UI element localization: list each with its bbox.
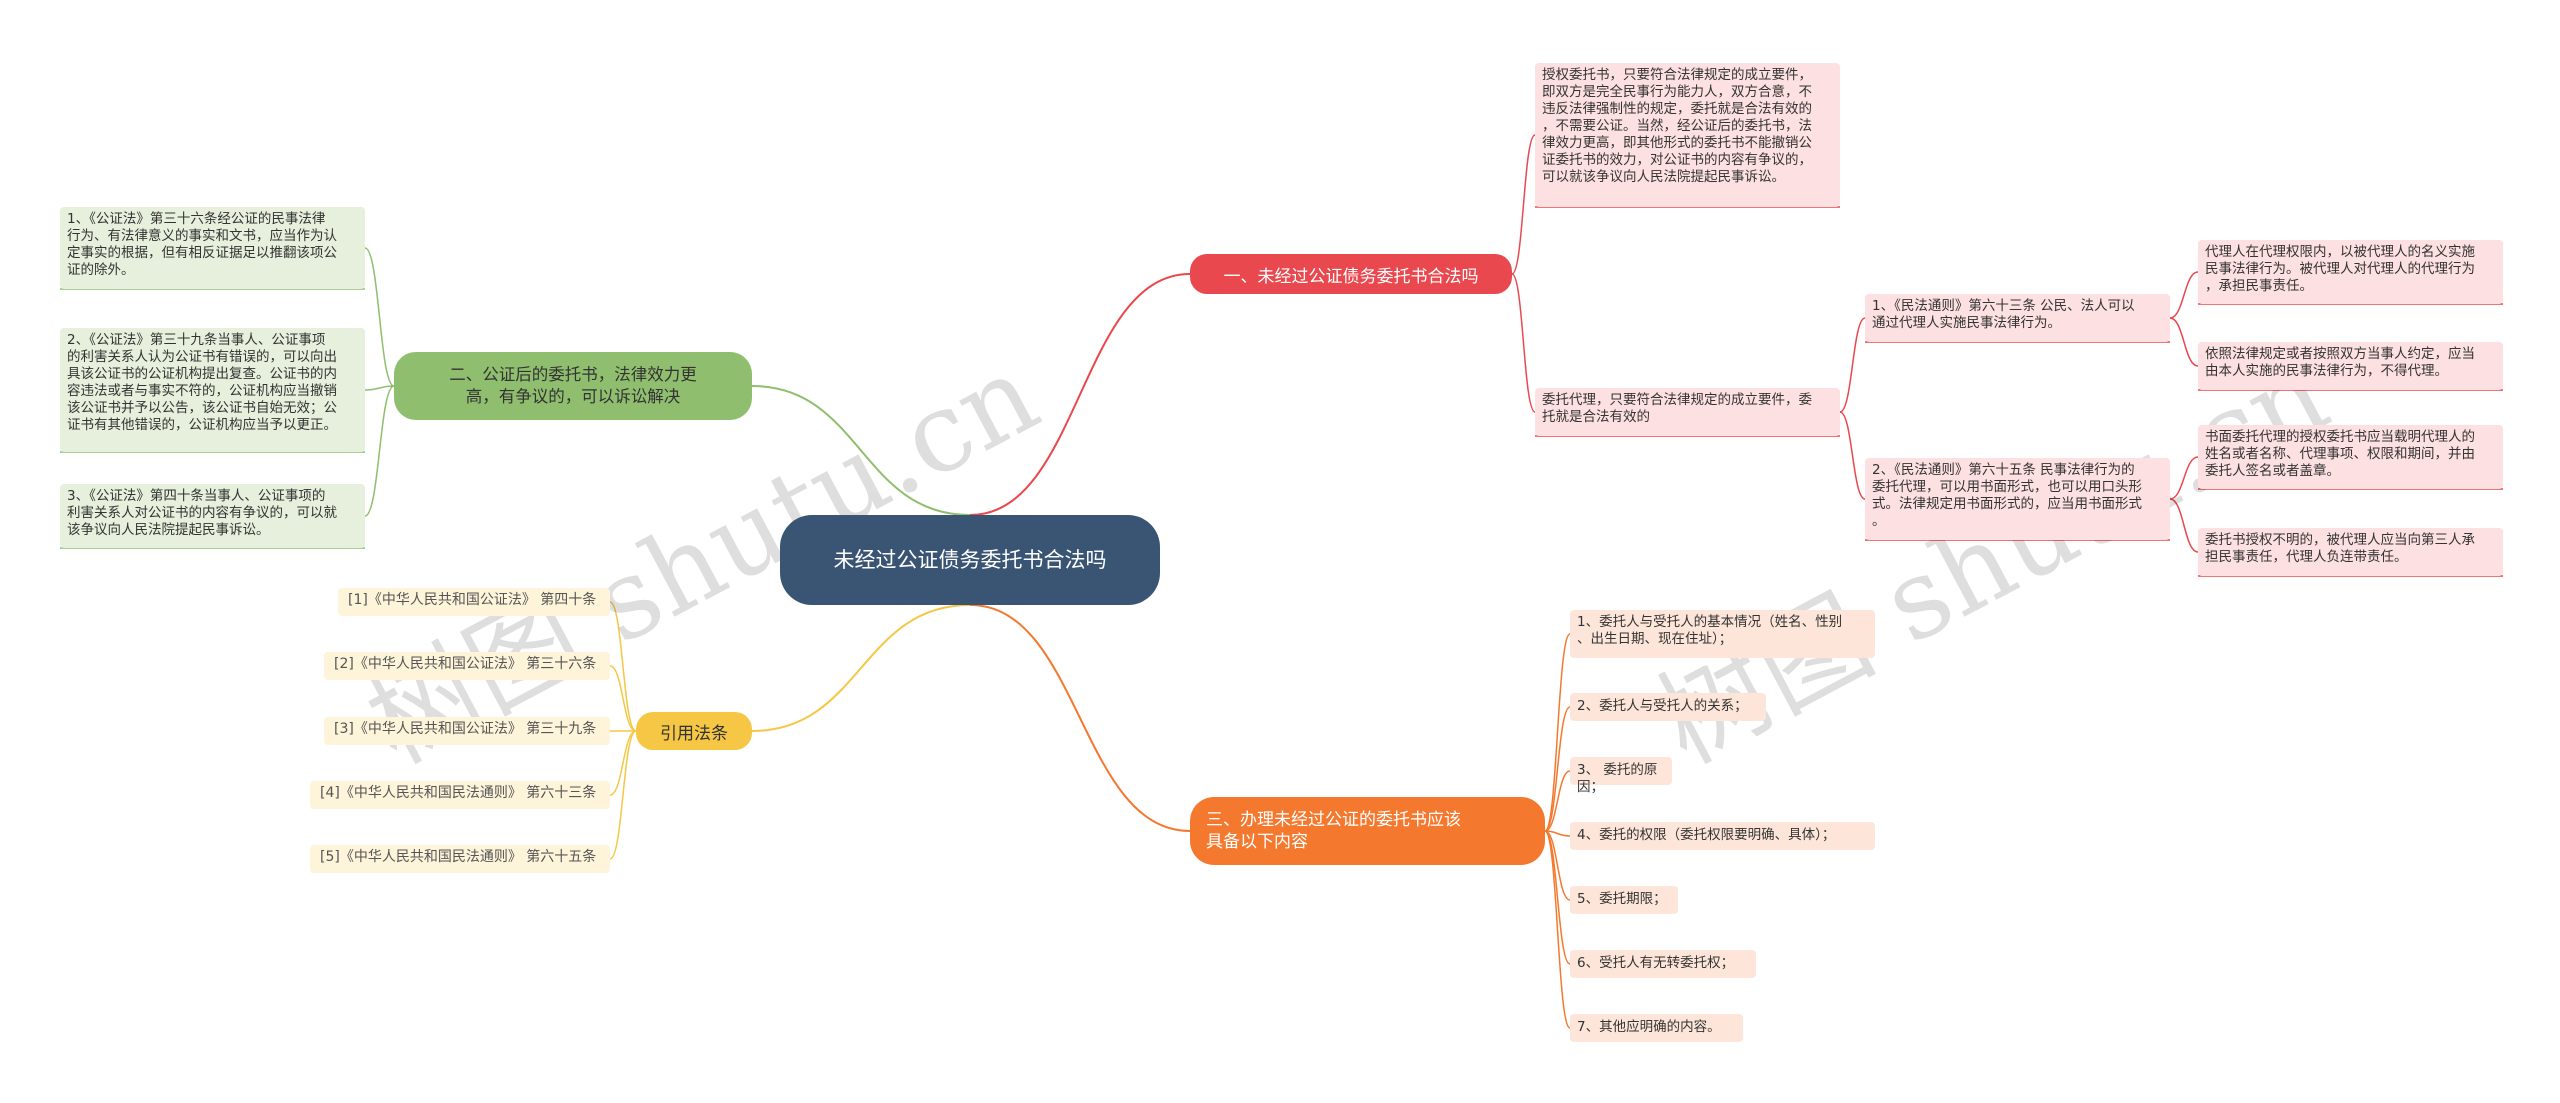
leaf-note-notary-article-36[interactable]: 1、《公证法》第三十六条经公证的民事法律行为、有法律意义的事实和文书，应当作为认… [60,207,365,289]
leaf-note-written-authorization[interactable]: 书面委托代理的授权委托书应当载明代理人的姓名或者名称、代理事项、权限和期间，并由… [2198,425,2503,489]
leaf-note-content-2[interactable]: 2、委托人与受托人的关系； [1570,693,1766,721]
connector-line [1544,633,1571,832]
connector-line [1511,273,1536,413]
leaf-note-content-6[interactable]: 6、受托人有无转委托权； [1570,950,1756,978]
connector-line [2169,456,2199,500]
connector-line [609,730,637,796]
root-topic-label: 未经过公证债务委托书合法吗 [833,548,1107,572]
leaf-note-agent-scope[interactable]: 代理人在代理权限内，以被代理人的名义实施民事法律行为。被代理人对代理人的代理行为… [2198,240,2503,304]
root-to-branch3 [969,604,1191,832]
connector-line [364,385,395,517]
citation-item[interactable]: [1]《中华人民共和国公证法》 第四十条 [338,588,610,616]
connector-line [1544,706,1571,832]
branch-topic-label: 三、办理未经过公证的委托书应该具备以下内容 [1206,810,1461,852]
connector-line [609,730,637,860]
connector-line [1544,830,1571,901]
leaf-note-notary-article-40[interactable]: 3、《公证法》第四十条当事人、公证事项的利害关系人对公证书的内容有争议的，可以就… [60,484,365,548]
connector-line [1544,830,1571,837]
root-to-branch1 [969,273,1191,516]
branch-topic-3[interactable]: 三、办理未经过公证的委托书应该具备以下内容 [1190,797,1545,865]
leaf-note-content-1[interactable]: 1、委托人与受托人的基本情况（姓名、性别、出生日期、现在住址）； [1570,610,1875,658]
leaf-note-no-agency[interactable]: 依照法律规定或者按照双方当事人约定，应当由本人实施的民事法律行为，不得代理。 [2198,342,2503,390]
leaf-note-content-5[interactable]: 5、委托期限； [1570,886,1678,914]
connector-line [1544,770,1571,832]
connector-line [2169,271,2199,319]
root-to-branch4 [751,604,971,732]
leaf-note-unclear-authorization[interactable]: 委托书授权不明的，被代理人应当向第三人承担民事责任，代理人负连带责任。 [2198,528,2503,576]
leaf-note-content-4[interactable]: 4、委托的权限（委托权限要明确、具体）； [1570,822,1875,850]
connector-line [364,247,395,387]
branch-topic-label: 二、公证后的委托书，法律效力更高，有争议的，可以诉讼解决 [449,365,697,406]
connector-line [609,601,637,732]
leaf-note-article-63[interactable]: 1、《民法通则》第六十三条 公民、法人可以通过代理人实施民事法律行为。 [1865,294,2170,342]
connector-line [1839,317,1866,413]
citation-item[interactable]: [3]《中华人民共和国公证法》 第三十九条 [324,717,610,745]
citation-item[interactable]: [2]《中华人民共和国公证法》 第三十六条 [324,652,610,680]
leaf-note-agency[interactable]: 委托代理，只要符合法律规定的成立要件，委托就是合法有效的 [1535,388,1840,436]
leaf-note-article-65[interactable]: 2、《民法通则》第六十五条 民事法律行为的委托代理，可以用书面形式，也可以用口头… [1865,458,2170,540]
branch-topic-label: 引用法条 [660,723,728,744]
root-to-branch2 [751,385,971,516]
citation-item[interactable]: [5]《中华人民共和国民法通则》 第六十五条 [310,845,610,873]
branch-topic-label: 一、未经过公证债务委托书合法吗 [1223,266,1479,287]
root-topic[interactable]: 未经过公证债务委托书合法吗 [780,515,1160,605]
connector-line [609,665,637,732]
connector-line [2169,317,2199,367]
connector-line [364,385,395,391]
branch-topic-1[interactable]: 一、未经过公证债务委托书合法吗 [1190,254,1512,294]
leaf-note-content-7[interactable]: 7、其他应明确的内容。 [1570,1014,1743,1042]
leaf-note-content-3[interactable]: 3、 委托的原因； [1570,757,1672,795]
branch-topic-4[interactable]: 引用法条 [636,712,752,750]
citation-item[interactable]: [4]《中华人民共和国民法通则》 第六十三条 [310,781,610,809]
connector-line [1511,134,1536,275]
branch-topic-2[interactable]: 二、公证后的委托书，法律效力更高，有争议的，可以诉讼解决 [394,352,752,420]
connector-line [1839,411,1866,500]
leaf-note-notary-article-39[interactable]: 2、《公证法》第三十九条当事人、公证事项的利害关系人认为公证书有错误的，可以向出… [60,328,365,452]
leaf-note-authorization[interactable]: 授权委托书，只要符合法律规定的成立要件，即双方是完全民事行为能力人，双方合意，不… [1535,63,1840,207]
connector-line [1544,830,1571,1029]
connector-line [2169,498,2199,553]
